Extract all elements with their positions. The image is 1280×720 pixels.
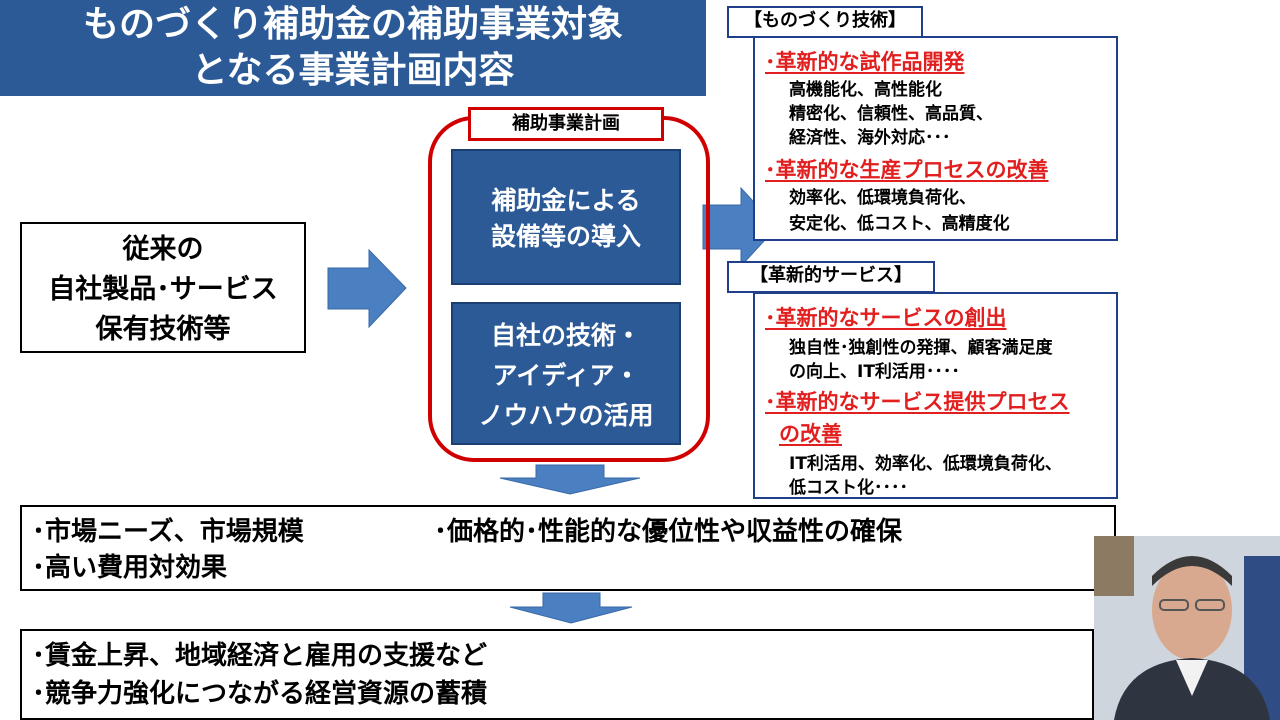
service-heading-2-line-2: の改善 [779, 422, 842, 446]
arrow-down-merit [509, 592, 633, 624]
plan-box-1-line-2: 設備等の導入 [490, 222, 641, 251]
merit-box: ･市場ニーズ、市場規模 ･価格的･性能的な優位性や収益性の確保 ･高い費用対効果 [20, 505, 1116, 591]
presenter-image [1094, 536, 1280, 720]
merit-item-3: ･高い費用対効果 [32, 553, 228, 583]
arrow-down-plan [499, 464, 641, 495]
source-line-2: 自社製品･サービス [48, 274, 278, 305]
impact-item-2: ･競争力強化につながる経営資源の蓄積 [32, 679, 488, 709]
title-banner: ものづくり補助金の補助事業対象 となる事業計画内容 [0, 0, 706, 96]
service-heading-2-line-1: ･革新的なサービス提供プロセス [765, 390, 1070, 414]
service-detail-1-line-2: の向上、IT利活用････ [789, 362, 960, 382]
tech-tag: 【ものづくり技術】 [727, 6, 923, 38]
title-line-2: となる事業計画内容 [191, 50, 515, 91]
presenter-webcam [1094, 536, 1280, 720]
service-heading-1: ･革新的なサービスの創出 [765, 306, 1007, 330]
service-panel: ･革新的なサービスの創出 独自性･独創性の発揮、顧客満足度 の向上、IT利活用･… [753, 292, 1118, 499]
plan-box-2-line-1: 自社の技術・ [490, 321, 641, 350]
service-detail-2-line-1: IT利活用、効率化、低環境負荷化、 [789, 454, 1062, 474]
tech-detail-1-line-2: 精密化、信頼性、高品質、 [789, 104, 993, 124]
arrow-right-source [327, 248, 407, 329]
impact-box: ･賃金上昇、地域経済と雇用の支援など ･競争力強化につながる経営資源の蓄積 [20, 629, 1094, 720]
source-line-3: 保有技術等 [95, 314, 231, 345]
source-box: 従来の 自社製品･サービス 保有技術等 [20, 222, 306, 353]
source-line-1: 従来の [122, 234, 204, 265]
title-line-1: ものづくり補助金の補助事業対象 [82, 4, 623, 45]
service-detail-1-line-1: 独自性･独創性の発揮、顧客満足度 [789, 338, 1053, 358]
merit-item-1: ･市場ニーズ、市場規模 [32, 517, 304, 547]
impact-item-1: ･賃金上昇、地域経済と雇用の支援など [32, 641, 488, 671]
tech-heading-2: ･革新的な生産プロセスの改善 [765, 158, 1049, 182]
plan-box-2-line-2: アイディア・ [492, 361, 640, 390]
merit-item-2: ･価格的･性能的な優位性や収益性の確保 [434, 517, 903, 547]
tech-detail-2-line-1: 効率化、低環境負荷化、 [789, 188, 976, 208]
plan-box-1-line-1: 補助金による [491, 186, 641, 215]
service-tag: 【革新的サービス】 [727, 261, 935, 293]
tech-detail-1-line-3: 経済性、海外対応･･･ [789, 128, 951, 148]
plan-box-equipment: 補助金による 設備等の導入 [451, 149, 681, 285]
tech-heading-1: ･革新的な試作品開発 [765, 50, 965, 74]
plan-label: 補助事業計画 [468, 107, 664, 141]
tech-panel: ･革新的な試作品開発 高機能化、高性能化 精密化、信頼性、高品質、 経済性、海外… [753, 36, 1118, 241]
service-detail-2-line-2: 低コスト化････ [789, 478, 908, 498]
tech-detail-2-line-2: 安定化、低コスト、高精度化 [789, 214, 1010, 234]
tech-detail-1-line-1: 高機能化、高性能化 [789, 80, 942, 100]
plan-box-2-line-3: ノウハウの活用 [478, 401, 654, 430]
plan-box-knowhow: 自社の技術・ アイディア・ ノウハウの活用 [451, 302, 681, 445]
